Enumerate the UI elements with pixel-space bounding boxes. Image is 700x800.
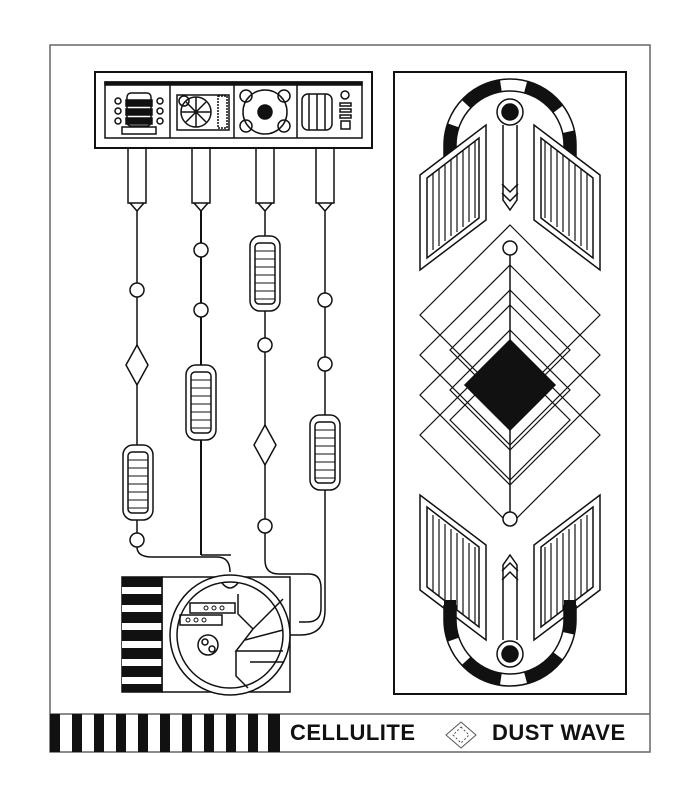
rail-1 <box>122 211 231 573</box>
fan-icon <box>176 94 230 131</box>
outer-frame <box>49 44 651 753</box>
dust-wave-emblem <box>393 71 627 695</box>
tubes <box>127 147 335 213</box>
diamond-cross-icon <box>445 721 477 749</box>
reactor-module <box>121 574 291 696</box>
title-dust-wave: DUST WAVE <box>492 720 626 745</box>
rail-4 <box>290 211 341 636</box>
cylinder-icon <box>301 90 352 131</box>
rail-3 <box>249 211 322 623</box>
title-cellulite: CELLULITE <box>290 720 416 745</box>
rail-2 <box>185 211 231 556</box>
cell-icon <box>239 89 291 135</box>
barcode-stripes <box>50 713 650 752</box>
engine-icon <box>114 92 164 135</box>
header-module-panel <box>94 71 373 149</box>
